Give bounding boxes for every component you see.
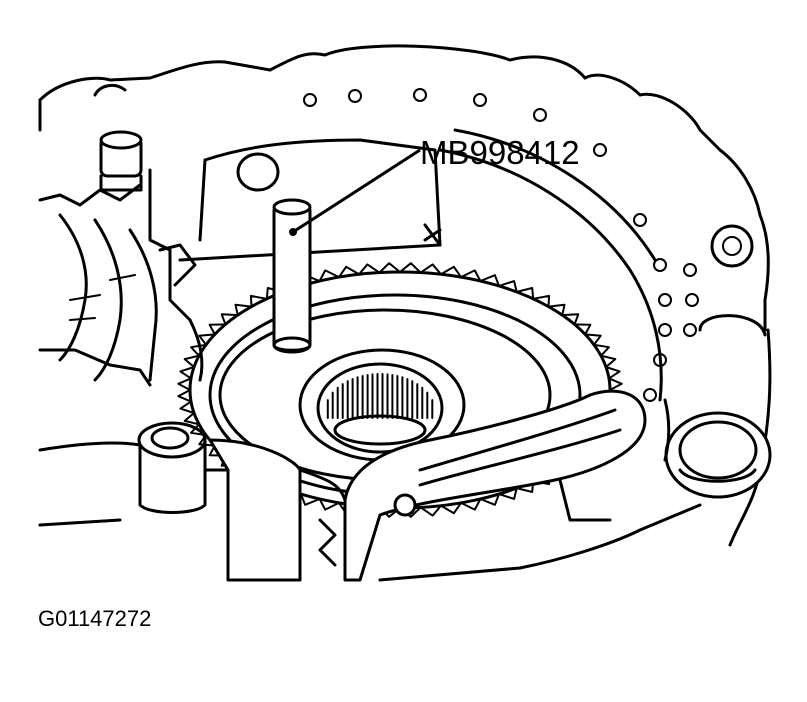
callout-leader-line — [292, 148, 421, 234]
callout-leader-dot — [289, 228, 297, 236]
hub-splines — [326, 373, 434, 419]
front-cover — [208, 389, 647, 582]
left-mechanism — [38, 130, 247, 514]
gear-tooth-profile — [177, 262, 623, 518]
flange-bolt-holes — [303, 88, 699, 402]
right-bosses — [663, 224, 772, 499]
figure-id: G01147272 — [38, 606, 152, 631]
special-tool-rod — [272, 198, 312, 354]
tool-callout-label: MB998412 — [420, 134, 580, 171]
gear-teeth — [177, 262, 623, 518]
